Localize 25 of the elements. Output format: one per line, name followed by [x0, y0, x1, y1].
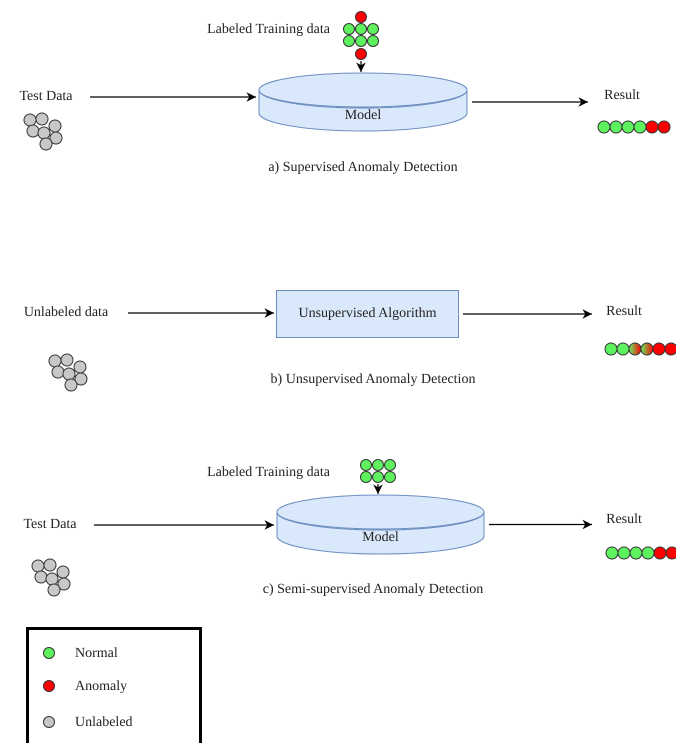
text-label: Result: [594, 301, 654, 323]
caption: a) Supervised Anomaly Detection: [267, 160, 459, 176]
data-points-icon: [343, 11, 379, 61]
arrow: [90, 92, 256, 102]
arrow: [472, 97, 588, 107]
data-points-icon: [360, 459, 396, 484]
caption: b) Unsupervised Anomaly Detection: [270, 372, 476, 388]
legend-label: Unlabeled: [75, 714, 133, 732]
text-label: Unlabeled data: [8, 302, 124, 324]
text-label: Result: [590, 85, 654, 107]
arrow: [373, 484, 383, 494]
arrow: [94, 520, 274, 530]
caption: c) Semi-supervised Anomaly Detection: [262, 582, 484, 598]
text-label: Result: [594, 509, 654, 531]
text-label: Test Data: [10, 514, 90, 536]
legend-label: Anomaly: [75, 678, 128, 696]
text-label: Labeled Training data: [206, 465, 330, 481]
legend-label: Normal: [75, 645, 118, 663]
arrow: [463, 309, 592, 319]
arrow: [489, 520, 592, 530]
process-box: Unsupervised Algorithm: [276, 290, 459, 338]
text-label: Labeled Training data: [206, 22, 330, 38]
text-label: Test Data: [6, 86, 86, 108]
arrow: [356, 61, 366, 72]
arrow: [128, 308, 274, 318]
